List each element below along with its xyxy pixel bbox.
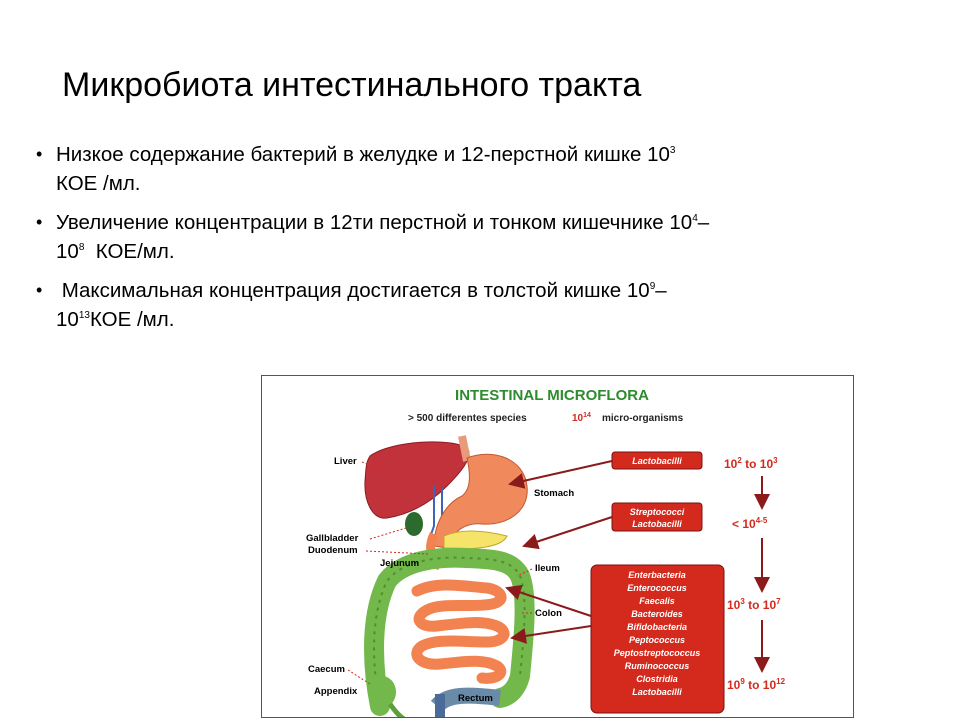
liver-shape (364, 441, 470, 519)
conc-exponent: 9 (740, 677, 745, 686)
label-appendix: Appendix (314, 686, 358, 697)
conc-exponent: 12 (776, 677, 785, 686)
leader-liver (361, 461, 388, 472)
box3-line: Lactobacilli (632, 687, 682, 697)
box-colon-bacteria (590, 564, 725, 714)
gallbladder-shape (405, 512, 423, 536)
leader-ileum (516, 568, 533, 577)
conc-exponent: 4-5 (756, 516, 768, 525)
figure-title: INTESTINAL MICROFLORA (455, 387, 649, 404)
box2-line: Lactobacilli (632, 519, 682, 529)
bullet-text: Низкое содержание бактерий в желудке и 1… (56, 143, 670, 166)
label-caecum: Caecum (308, 664, 345, 675)
bullet-text-line2b: КОЕ /мл. (89, 308, 175, 331)
caecum-shape (368, 676, 396, 708)
bullet-dot-icon: • (36, 280, 43, 300)
pancreas-shape (443, 530, 508, 550)
slide-title: Микробиота интестинального тракта (62, 66, 642, 104)
bullet-text-line2a: 10 (56, 308, 79, 331)
exponent: 3 (669, 145, 676, 156)
leader-caecum (347, 669, 371, 685)
bullet-item: • Максимальная концентрация достигается … (36, 276, 916, 334)
colon-haustra (373, 556, 526, 707)
box1-line: Lactobacilli (632, 456, 682, 466)
dash: – (655, 279, 667, 302)
conc-exponent: 2 (737, 456, 742, 465)
box-stomach-bacteria (611, 451, 703, 470)
bullet-item: • Увеличение концентрации в 12ти перстно… (36, 208, 916, 266)
box3-line: Enterbacteria (628, 570, 686, 580)
dash: – (697, 211, 710, 234)
box3-line: Bacteroides (631, 609, 683, 619)
count-base: 10 (572, 413, 584, 424)
conc-base: < 10 (732, 517, 756, 531)
label-liver: Liver (334, 456, 357, 467)
bullet-text-line2b: КОЕ/мл. (84, 240, 175, 263)
box3-line: Enterococcus (627, 583, 687, 593)
exponent: 9 (649, 281, 656, 292)
bullet-text: Максимальная концентрация достигается в … (56, 279, 650, 302)
concentration-duodenum: < 104-5 (732, 516, 768, 531)
colon-shape (364, 547, 535, 716)
conc-mid: to 10 (742, 457, 774, 471)
label-ileum: Ileum (535, 563, 560, 574)
conc-base: 10 (727, 678, 741, 692)
bullet-text-line2a: 10 (56, 240, 79, 263)
bullet-text-line2: КОЕ /мл. (56, 172, 141, 195)
box3-line: Bifidobacteria (627, 622, 687, 632)
exponent: 8 (78, 242, 85, 253)
appendix-shape (387, 702, 406, 717)
label-rectum: Rectum (458, 693, 493, 704)
box3-line: Ruminococcus (625, 661, 690, 671)
conc-exponent: 3 (740, 597, 745, 606)
label-duodenum: Duodenum (308, 545, 358, 556)
conc-mid: to 10 (745, 678, 777, 692)
label-gallbladder: Gallbladder (306, 533, 359, 544)
figure-subtitle-species: > 500 differentes species (408, 413, 527, 424)
bullet-item: • Низкое содержание бактерий в желудке и… (36, 140, 916, 198)
concentration-stomach: 102 to 103 (724, 456, 778, 471)
small-intestine-shape (411, 579, 510, 684)
box3-line: Peptococcus (629, 635, 685, 645)
bullet-dot-icon: • (36, 212, 43, 232)
figure-subtitle-organisms: micro-organisms (602, 413, 684, 424)
conc-exponent: 3 (773, 456, 778, 465)
esophagus-shape (458, 435, 471, 462)
conc-base: 10 (724, 457, 738, 471)
leader-gallbladder (369, 527, 407, 540)
bullet-text: Увеличение концентрации в 12ти перстной … (56, 211, 693, 234)
arrow-to-stomach (508, 460, 613, 489)
box3-list: Enterbacteria Enterococcus Faecalis Bact… (614, 570, 701, 697)
label-stomach: Stomach (534, 488, 574, 499)
box2-line: Streptococci (630, 507, 685, 517)
conc-exponent: 7 (776, 597, 781, 606)
figure-subtitle-count: 1014 (572, 412, 591, 424)
box3-line: Faecalis (639, 596, 675, 606)
microflora-diagram: INTESTINAL MICROFLORA > 500 differentes … (306, 387, 786, 717)
exponent: 4 (692, 213, 698, 224)
conc-mid: to 10 (745, 598, 777, 612)
microflora-figure: INTESTINAL MICROFLORA > 500 differentes … (261, 375, 854, 718)
conc-base: 10 (727, 598, 741, 612)
arrow-to-colon (505, 584, 592, 617)
count-exponent: 14 (583, 412, 591, 419)
label-jejunum: Jejunum (380, 558, 419, 569)
stomach-shape (433, 453, 528, 549)
box3-line: Peptostreptococcus (614, 648, 701, 658)
label-colon: Colon (535, 608, 562, 619)
arrow-to-jejunum (522, 516, 613, 550)
bullet-list: • Низкое содержание бактерий в желудке и… (36, 140, 916, 344)
concentration-colon: 109 to 1012 (727, 677, 786, 692)
concentration-ileum: 103 to 107 (727, 597, 781, 612)
exponent: 13 (78, 310, 90, 321)
box3-line: Clostridia (636, 674, 678, 684)
bullet-dot-icon: • (36, 144, 43, 164)
arrow-to-colon (510, 625, 592, 644)
